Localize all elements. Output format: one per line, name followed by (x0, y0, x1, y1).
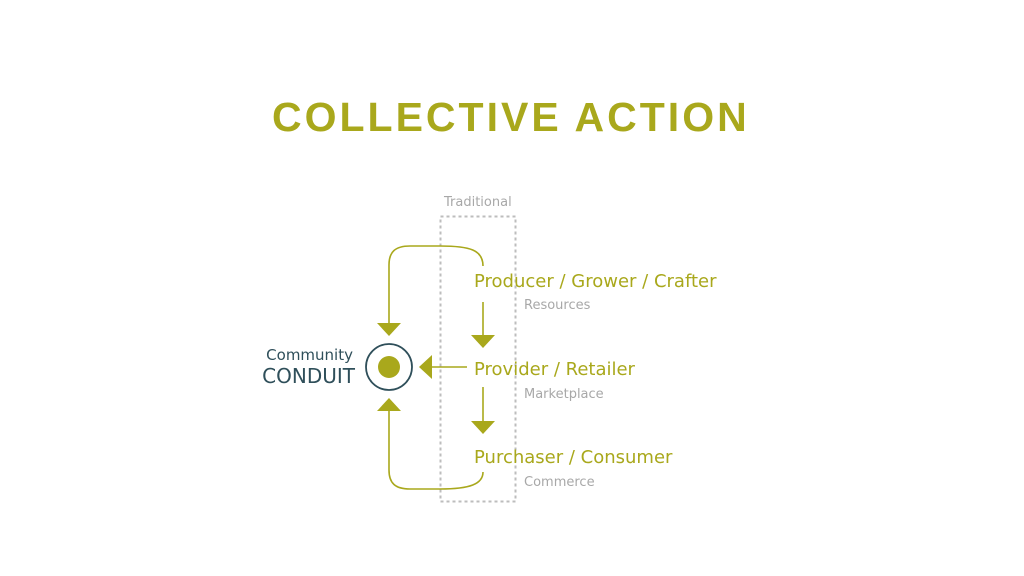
conduit-dot-icon (378, 356, 400, 378)
arrowhead-down-icon (377, 323, 401, 336)
arrowhead-left-icon (419, 355, 432, 379)
stage-sub-marketplace: Marketplace (524, 387, 604, 402)
arrowhead-down-icon (471, 335, 495, 348)
purchaser-to-conduit-arrow (388, 410, 484, 490)
stage-label-provider: Provider / Retailer (474, 359, 636, 380)
hub-line1: Community (266, 346, 353, 364)
arrowhead-down-icon (471, 421, 495, 434)
traditional-label: Traditional (443, 195, 512, 210)
page-title: COLLECTIVE ACTION (272, 94, 750, 140)
arrowhead-up-icon (377, 398, 401, 411)
stage-sub-resources: Resources (524, 298, 591, 313)
stage-label-purchaser: Purchaser / Consumer (474, 447, 673, 468)
traditional-box (439, 215, 517, 503)
producer-to-conduit-arrow (388, 245, 484, 324)
stage-label-producer: Producer / Grower / Crafter (474, 271, 717, 292)
stage-sub-commerce: Commerce (524, 475, 595, 490)
hub-line2: CONDUIT (262, 364, 356, 388)
